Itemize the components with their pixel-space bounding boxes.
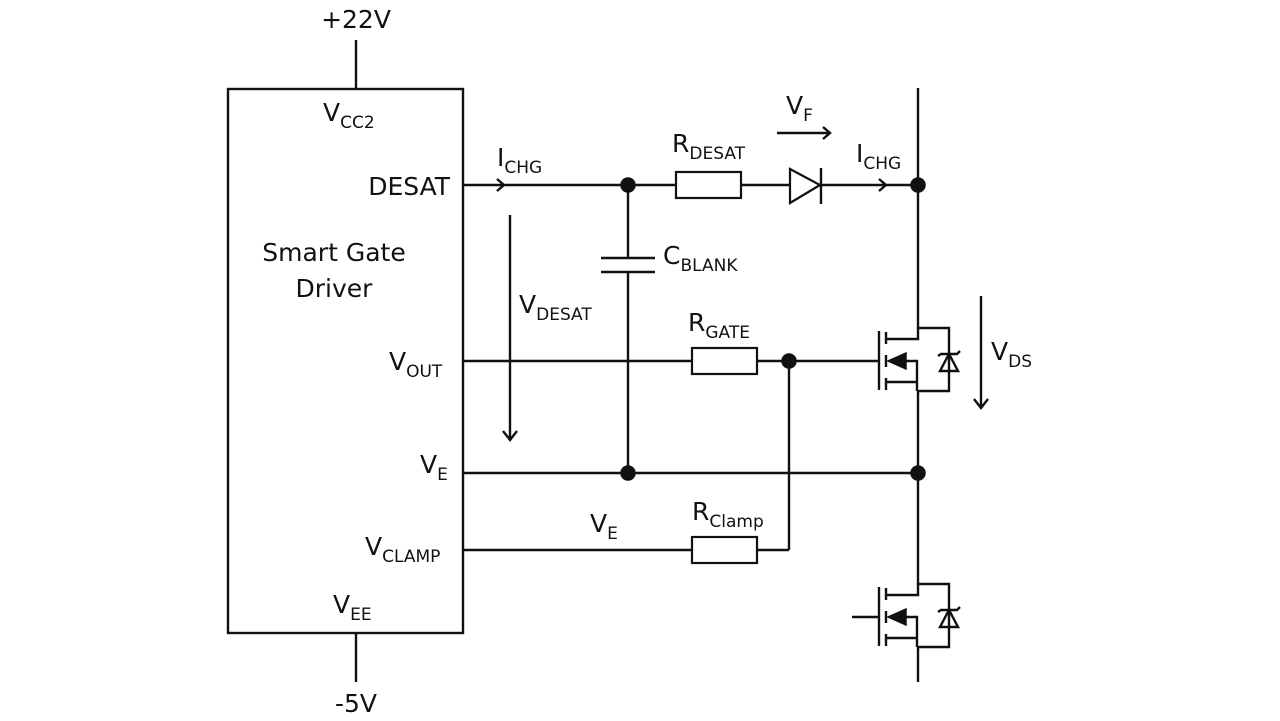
ichg-arrow-right [878,178,888,192]
supply-top-label: +22V [321,5,391,34]
pin-vout-label: VOUT [389,347,443,382]
supply-bottom-label: -5V [335,689,377,718]
vdesat-arrow-head [502,430,518,442]
low-side-mosfet [877,582,962,649]
vds-label: VDS [991,337,1032,372]
rgate-resistor [690,346,759,376]
junction-node [620,465,636,481]
vdesat-label: VDESAT [519,290,592,325]
ve-clamp-label: VE [590,509,618,544]
rclamp-resistor [690,535,759,565]
pin-ve-label: VE [420,450,448,485]
pin-vcc2-label: VCC2 [323,98,375,133]
ichg-arrow-left [496,178,506,192]
rclamp-label: RClamp [692,497,764,532]
ichg-left-label: ICHG [497,143,542,178]
desat-diode [788,167,823,205]
vf-label: VF [786,91,813,126]
pin-desat-label: DESAT [368,172,451,201]
rgate-label: RGATE [688,308,750,343]
rdesat-label: RDESAT [672,129,746,164]
pin-vclamp-label: VCLAMP [365,532,440,567]
vf-arrow-head [822,126,832,140]
rdesat-resistor [674,170,743,200]
driver-title-line2: Driver [296,274,374,303]
pin-vee-label: VEE [333,590,372,625]
vds-arrow-head [973,398,989,410]
ichg-right-label: ICHG [856,139,901,174]
high-side-mosfet [877,326,962,393]
cblank-label: CBLANK [663,241,738,276]
driver-title-line1: Smart Gate [262,238,405,267]
